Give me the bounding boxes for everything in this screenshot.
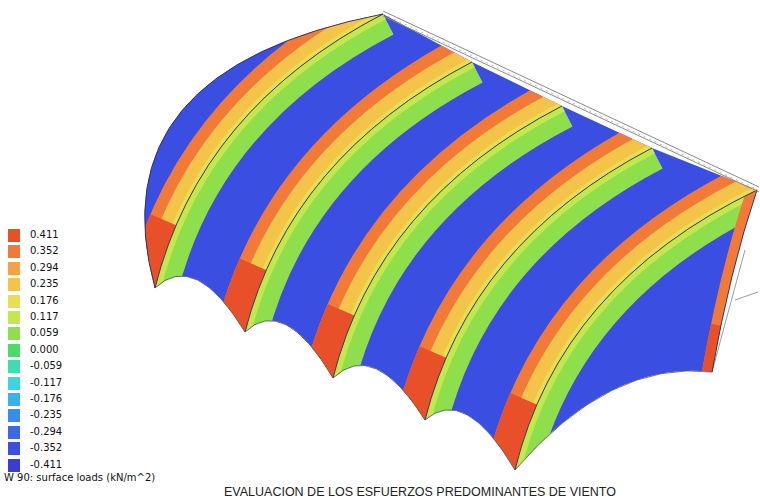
legend-row: 0.117 [6, 310, 59, 324]
membrane-bay [425, 148, 757, 470]
legend-swatch [8, 262, 20, 275]
legend-swatch [8, 327, 20, 340]
legend-value: 0.352 [30, 244, 59, 258]
load-band [712, 190, 757, 372]
legend-swatch [8, 426, 20, 439]
legend-value: 0.117 [30, 310, 59, 324]
legend-swatch [8, 377, 20, 390]
load-band [515, 190, 757, 470]
valley-line [333, 106, 562, 378]
load-band [515, 190, 757, 470]
legend-value: 0.000 [30, 343, 59, 357]
legend-swatch [8, 360, 20, 373]
legend-row: -0.059 [6, 359, 62, 373]
legend-row: -0.235 [6, 408, 62, 422]
caption: EVALUACION DE LOS ESFUERZOS PREDOMINANTE… [224, 485, 616, 499]
arch-edge [245, 321, 333, 378]
legend-row: -0.176 [6, 392, 62, 406]
bay-surface [515, 190, 757, 470]
load-band [515, 190, 757, 470]
legend-row: -0.117 [6, 376, 62, 390]
legend-row: 0.411 [6, 228, 59, 242]
load-band [515, 190, 757, 470]
arch-edge [155, 276, 245, 332]
load-band [515, 190, 757, 470]
legend-row: -0.411 [6, 458, 62, 472]
legend-row: 0.176 [6, 294, 59, 308]
legend-row: 0.235 [6, 277, 59, 291]
beam-line [383, 11, 759, 187]
legend-value: -0.235 [30, 408, 62, 422]
legend-title-text: W 90: surface loads (kN/m^2) [4, 472, 155, 483]
legend-value: -0.411 [30, 458, 62, 472]
legend-row: 0.059 [6, 326, 59, 340]
valley-line [245, 62, 472, 332]
arch-edge [333, 365, 425, 420]
legend-value: -0.176 [30, 392, 62, 406]
edge-line [145, 14, 383, 288]
legend-value: 0.411 [30, 228, 59, 242]
legend-value: -0.117 [30, 376, 62, 390]
membrane-bay [515, 190, 757, 470]
valley-line [515, 190, 757, 470]
valley-line [425, 148, 652, 420]
legend-value: 0.059 [30, 326, 59, 340]
legend-title: W 90: surface loads (kN/m^2) [4, 472, 155, 483]
legend-swatch [8, 442, 20, 455]
legend-swatch [8, 311, 20, 324]
arch-edges [155, 276, 712, 470]
legend-row: 0.294 [6, 261, 59, 275]
legend-row: -0.294 [6, 425, 62, 439]
legend-value: -0.294 [30, 425, 62, 439]
arch-edge [515, 371, 712, 470]
legend-swatch [8, 278, 20, 291]
ridge-beam [383, 11, 759, 192]
load-band [515, 190, 757, 470]
legend-swatch [8, 459, 20, 472]
beam-line [383, 14, 758, 190]
legend-value: 0.294 [30, 261, 59, 275]
legend-swatch [8, 295, 20, 308]
valley-line [155, 14, 383, 288]
legend-value: 0.176 [30, 294, 59, 308]
valley-lines [145, 14, 757, 470]
load-band [712, 190, 757, 372]
legend-row: 0.352 [6, 244, 59, 258]
edge-line [712, 190, 757, 372]
caption-text: EVALUACION DE LOS ESFUERZOS PREDOMINANTE… [224, 485, 616, 499]
legend-swatch [8, 245, 20, 258]
legend-value: 0.235 [30, 277, 59, 291]
legend-swatch [8, 409, 20, 422]
arch-edge [425, 410, 515, 470]
bay-surface [425, 148, 757, 470]
legend-swatch [8, 344, 20, 357]
legend-swatch [8, 393, 20, 406]
legend-row: 0.000 [6, 343, 59, 357]
legend-value: -0.059 [30, 359, 62, 373]
beam-line [383, 16, 759, 192]
legend-swatch [8, 229, 20, 242]
legend-row: -0.352 [6, 441, 62, 455]
legend-value: -0.352 [30, 441, 62, 455]
